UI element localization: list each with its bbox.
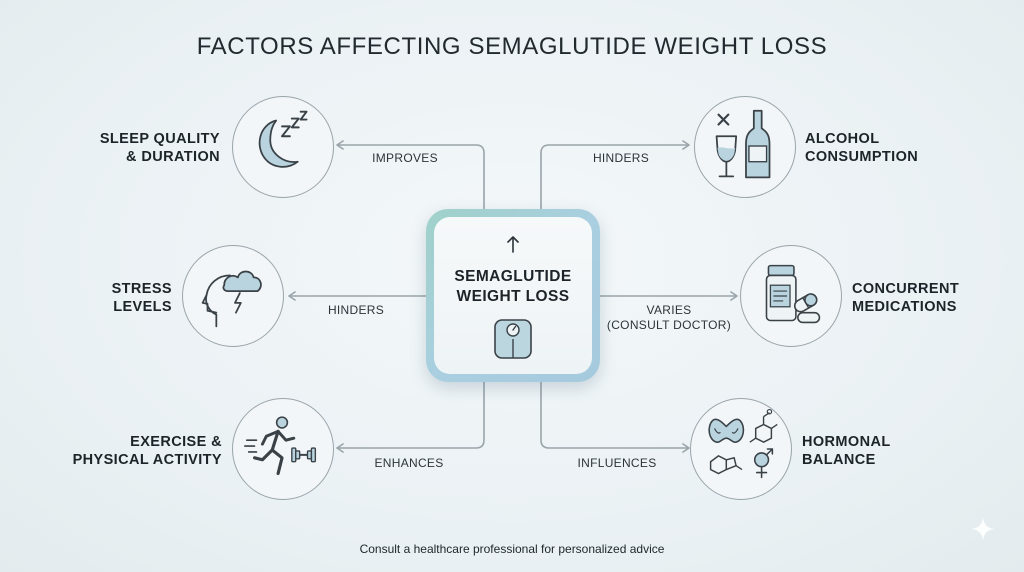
center-title-line2: WEIGHT LOSS <box>456 288 570 305</box>
relation-label-alcohol: HINDERS <box>592 151 650 165</box>
relation-label-medications: VARIES (CONSULT DOCTOR) <box>596 303 742 333</box>
relation-label-hormonal: INFLUENCES <box>577 456 657 470</box>
center-title: SEMAGLUTIDE WEIGHT LOSS <box>434 267 592 307</box>
thyroid-molecule-icon <box>708 409 778 479</box>
factor-label-exercise-line2: PHYSICAL ACTIVITY <box>72 452 222 468</box>
wine-bottle-cross-icon <box>715 109 771 179</box>
connector-hormonal <box>540 380 690 453</box>
factor-label-hormonal-line2: BALANCE <box>802 452 876 468</box>
factor-label-medications-line2: MEDICATIONS <box>852 299 957 315</box>
relation-label-medications-line2: (CONSULT DOCTOR) <box>606 318 732 332</box>
medications-icon-circle <box>740 245 842 347</box>
relation-label-stress: HINDERS <box>327 303 385 317</box>
exercise-icon-circle <box>232 398 334 500</box>
connector-alcohol <box>540 140 690 211</box>
sparkle-icon <box>971 517 995 541</box>
head-storm-icon <box>201 270 262 328</box>
factor-label-stress: STRESS LEVELS <box>60 280 172 316</box>
alcohol-icon-circle <box>694 96 796 198</box>
factor-label-hormonal: HORMONAL BALANCE <box>802 433 952 469</box>
diagram-title: FACTORS AFFECTING SEMAGLUTIDE WEIGHT LOS… <box>196 33 828 60</box>
factor-label-stress-line2: LEVELS <box>113 299 172 315</box>
relation-label-medications-line1: VARIES <box>646 303 692 317</box>
sleep-icon-circle <box>232 96 334 198</box>
center-node-inner: SEMAGLUTIDE WEIGHT LOSS <box>434 217 592 374</box>
factor-label-medications-line1: CONCURRENT <box>852 281 960 297</box>
arrow-up-icon <box>507 236 519 253</box>
footer-disclaimer: Consult a healthcare professional for pe… <box>359 542 665 556</box>
factor-label-sleep-line2: & DURATION <box>126 149 220 165</box>
bathroom-scale-icon <box>494 319 532 359</box>
stress-icon-circle <box>182 245 284 347</box>
factor-label-medications: CONCURRENT MEDICATIONS <box>852 280 1002 316</box>
factor-label-stress-line1: STRESS <box>111 281 172 297</box>
moon-zzz-icon <box>258 110 308 168</box>
pill-bottle-icon <box>765 264 821 324</box>
runner-dumbbell-icon <box>243 416 317 476</box>
factor-label-exercise-line1: EXERCISE & <box>130 434 222 450</box>
connector-exercise <box>336 380 485 453</box>
center-node: SEMAGLUTIDE WEIGHT LOSS <box>426 209 600 382</box>
factor-label-hormonal-line1: HORMONAL <box>802 434 891 450</box>
factor-label-alcohol-line2: CONSUMPTION <box>805 149 919 165</box>
factor-label-alcohol-line1: ALCOHOL <box>805 131 880 147</box>
relation-label-exercise: ENHANCES <box>374 456 444 470</box>
factor-label-exercise: EXERCISE & PHYSICAL ACTIVITY <box>40 433 222 469</box>
factor-label-alcohol: ALCOHOL CONSUMPTION <box>805 130 955 166</box>
center-title-line1: SEMAGLUTIDE <box>454 268 572 285</box>
relation-label-sleep: IMPROVES <box>372 151 438 165</box>
connector-sleep <box>336 140 485 211</box>
factor-label-sleep: SLEEP QUALITY & DURATION <box>70 130 220 166</box>
hormonal-icon-circle <box>690 398 792 500</box>
factor-label-sleep-line1: SLEEP QUALITY <box>99 131 220 147</box>
